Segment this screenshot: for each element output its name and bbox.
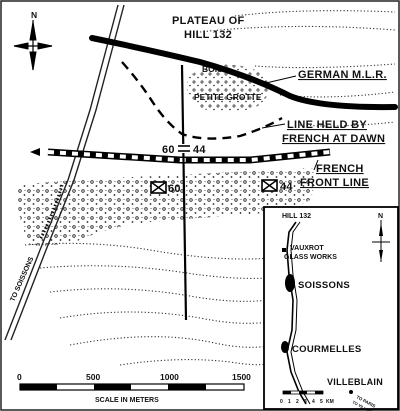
scale-tick-0: 0 (17, 372, 22, 382)
boundary-label-left: 60 (162, 144, 175, 156)
inset-vauxrot-label-1: VAUXROT (290, 245, 324, 252)
scale-bar (19, 383, 245, 391)
plateau-label-line1: PLATEAU OF (172, 15, 244, 27)
inset-scale-km: KM (326, 399, 334, 405)
inset-hill-label: HILL 132 (282, 213, 311, 220)
unit-label-60: 60 (168, 183, 181, 195)
french-front-label-1: FRENCH (316, 163, 364, 175)
boundary-gap (177, 144, 191, 153)
inset-vauxrot-label-2: GLASS WORKS (284, 254, 337, 261)
road-to-soissons (4, 4, 125, 341)
unit-symbol-60 (150, 181, 167, 194)
line-held-pointer (261, 123, 286, 129)
unit-label-44: 44 (280, 181, 293, 193)
scale-tick-1500: 1500 (232, 372, 251, 382)
north-label: N (31, 10, 37, 20)
french-front-label-2: FRONT LINE (300, 177, 369, 189)
inset-scale-4: 4 (312, 399, 315, 405)
french-front-woods (17, 168, 315, 246)
boundary-label-right: 44 (193, 144, 206, 156)
german-mlr-line (89, 35, 398, 111)
inset-courmelles-label: COURMELLES (292, 344, 362, 355)
german-mlr-pointer (265, 75, 297, 84)
unit-symbol-44 (261, 179, 278, 192)
line-held-label-2: FRENCH AT DAWN (282, 133, 385, 145)
inset-scale-5: 5 (320, 399, 323, 405)
bois-label: BOIS (202, 64, 223, 74)
inset-map (263, 206, 399, 410)
inset-soissons-label: SOISSONS (298, 280, 350, 291)
inset-scale-2: 2 (296, 399, 299, 405)
north-compass-icon (13, 20, 53, 71)
woods-edge (38, 184, 64, 241)
inset-scale-0: 0 (280, 399, 283, 405)
inset-villeblain-label: VILLEBLAIN (327, 377, 383, 387)
inset-scale-3: 3 (304, 399, 307, 405)
front-line-arrowhead (30, 148, 40, 156)
scale-caption: SCALE IN METERS (95, 397, 159, 404)
line-held-label-1: LINE HELD BY (287, 119, 367, 131)
division-boundary (180, 64, 188, 321)
petite-grotte-label: PETITE GROTTE (194, 92, 262, 102)
inset-scale-1: 1 (288, 399, 291, 405)
french-front-pointer (313, 159, 319, 171)
inset-north-label: N (378, 213, 383, 220)
german-mlr-label: GERMAN M.L.R. (298, 69, 387, 81)
plateau-label-line2: HILL 132 (184, 29, 232, 41)
french-front-line (47, 148, 331, 164)
scale-tick-1000: 1000 (160, 372, 179, 382)
scale-tick-500: 500 (86, 372, 100, 382)
